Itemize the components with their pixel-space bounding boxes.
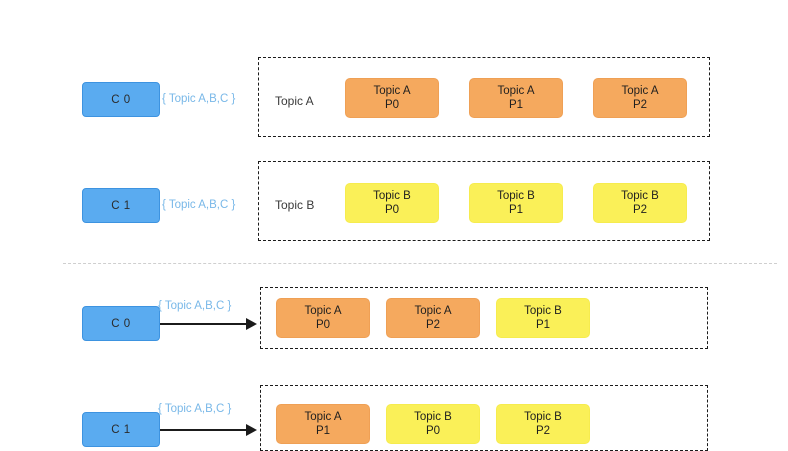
partition-index-label: P1 [315,425,331,437]
partition-topic-label: Topic A [414,305,452,317]
partition-topic-label: Topic B [414,411,452,423]
partition-topic-b-p1[interactable]: Topic B P1 [469,183,563,223]
consumer-c1-bottom-label: C 1 [111,423,131,436]
partition-index-label: P0 [315,319,331,331]
partition-topic-label: Topic A [497,85,535,97]
assignment-arrow-c0-head [246,318,257,330]
topic-b-name: Topic B [275,198,315,212]
partition-index-label: P2 [425,319,441,331]
consumer-c0-bottom[interactable]: C 0 [82,306,160,341]
partition-index-label: P1 [508,204,524,216]
consumer-c1-top-label: C 1 [111,199,131,212]
subscription-label-c1-bottom: { Topic A,B,C } [158,403,232,415]
assignment-arrow-c1-head [246,424,257,436]
partition-topic-b-p0[interactable]: Topic B P0 [345,183,439,223]
assigned-partition-topic-a-p1[interactable]: Topic A P1 [276,404,370,444]
assigned-partition-topic-b-p2[interactable]: Topic B P2 [496,404,590,444]
partition-topic-a-p0[interactable]: Topic A P0 [345,78,439,118]
consumer-c0-top[interactable]: C 0 [82,82,160,117]
assigned-partition-topic-a-p0[interactable]: Topic A P0 [276,298,370,338]
partition-index-label: P1 [535,319,551,331]
consumer-c0-bottom-label: C 0 [111,317,131,330]
subscription-label-c0-top: { Topic A,B,C } [162,93,236,105]
partition-topic-label: Topic B [524,305,562,317]
partition-index-label: P0 [425,425,441,437]
consumer-c1-bottom[interactable]: C 1 [82,412,160,447]
topic-a-name: Topic A [275,94,314,108]
partition-index-label: P0 [384,204,400,216]
partition-topic-label: Topic A [621,85,659,97]
assigned-partition-topic-b-p1[interactable]: Topic B P1 [496,298,590,338]
partition-topic-label: Topic B [373,190,411,202]
assigned-partition-topic-a-p2[interactable]: Topic A P2 [386,298,480,338]
partition-topic-label: Topic B [621,190,659,202]
partition-index-label: P0 [384,99,400,111]
subscription-label-c1-top: { Topic A,B,C } [162,199,236,211]
partition-topic-label: Topic A [304,305,342,317]
partition-topic-a-p1[interactable]: Topic A P1 [469,78,563,118]
partition-topic-label: Topic B [497,190,535,202]
assigned-partition-topic-b-p0[interactable]: Topic B P0 [386,404,480,444]
consumer-c0-top-label: C 0 [111,93,131,106]
assignment-arrow-c0 [160,323,248,325]
partition-topic-label: Topic A [373,85,411,97]
subscription-label-c0-bottom: { Topic A,B,C } [158,300,232,312]
partition-topic-b-p2[interactable]: Topic B P2 [593,183,687,223]
assignment-arrow-c1 [160,429,248,431]
partition-index-label: P2 [632,99,648,111]
partition-topic-label: Topic A [304,411,342,423]
consumer-c1-top[interactable]: C 1 [82,188,160,223]
partition-index-label: P2 [535,425,551,437]
section-divider [63,263,777,264]
partition-topic-label: Topic B [524,411,562,423]
partition-topic-a-p2[interactable]: Topic A P2 [593,78,687,118]
partition-index-label: P2 [632,204,648,216]
partition-index-label: P1 [508,99,524,111]
